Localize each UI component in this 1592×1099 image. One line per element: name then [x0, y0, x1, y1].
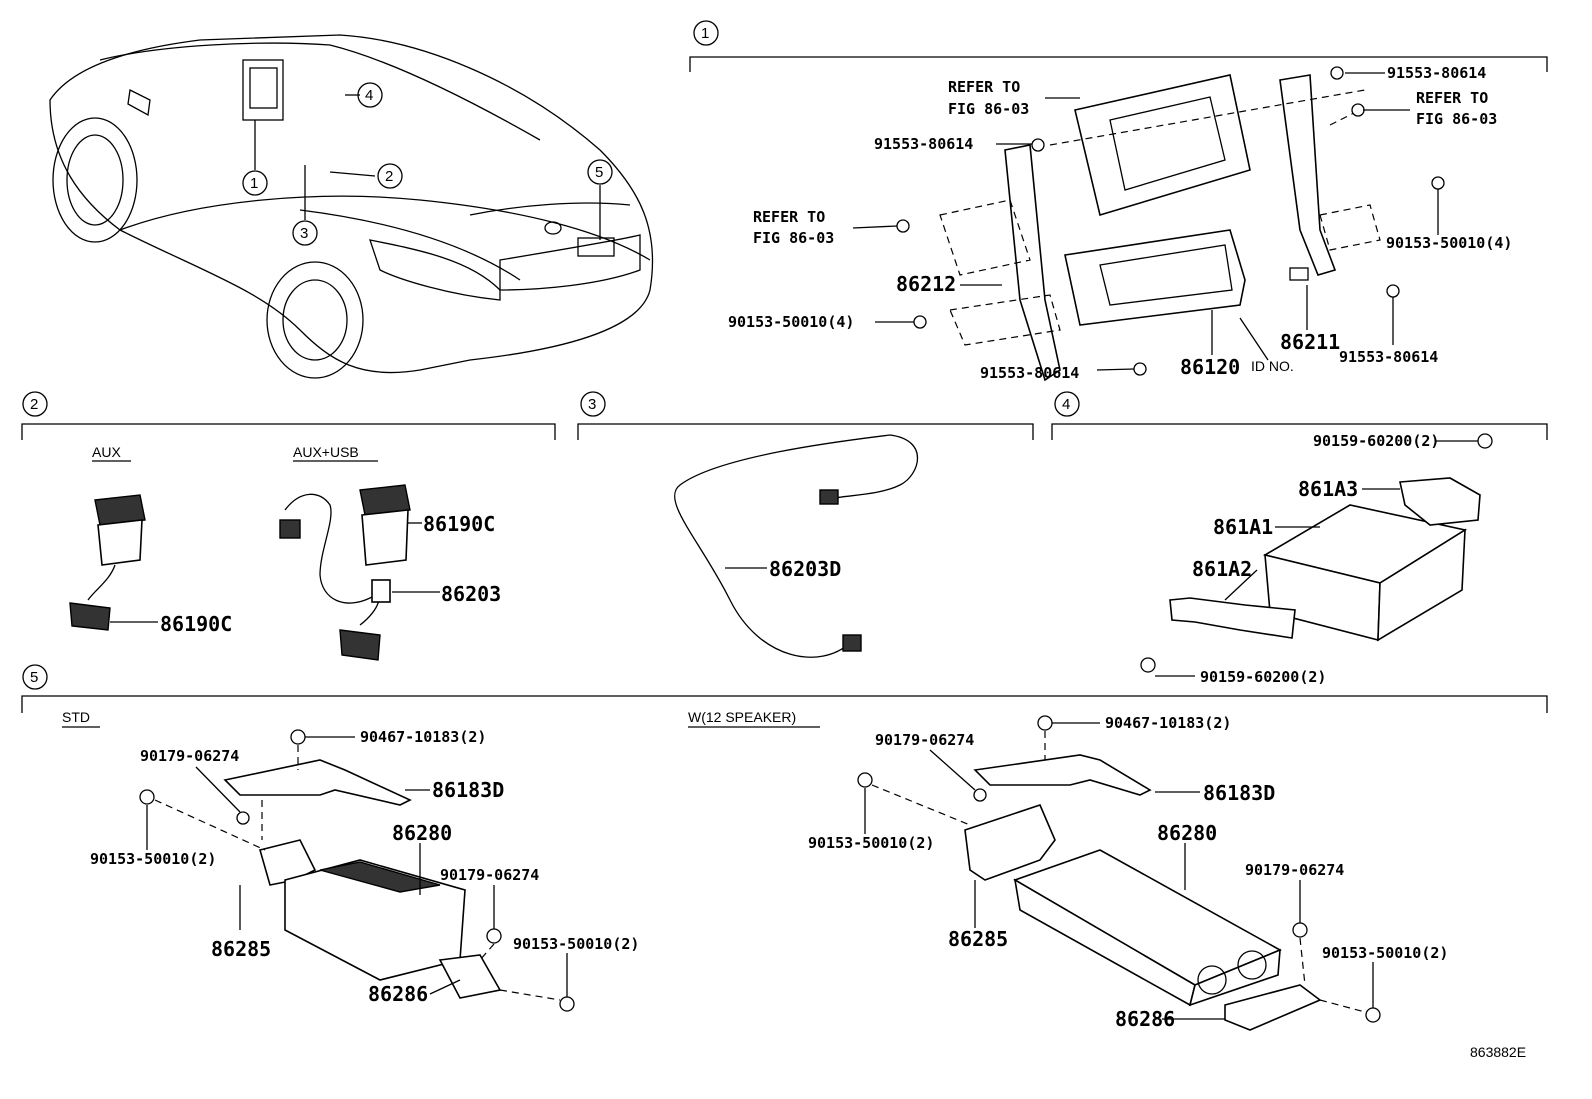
s1-part-86211: 86211 [1280, 330, 1340, 354]
s5-w12-part-90153-right: 90153-50010(2) [1322, 944, 1448, 962]
s1-part-90153-right: 90153-50010(4) [1386, 234, 1512, 252]
car-overview-illustration: 1 2 3 4 5 [49, 34, 654, 379]
s4-part-861a2: 861A2 [1192, 557, 1252, 581]
s1-part-91553-right: 91553-80614 [1339, 348, 1438, 366]
s5-w12-part-86285: 86285 [948, 927, 1008, 951]
s5-std-part-90153-left: 90153-50010(2) [90, 850, 216, 868]
overview-callout-2: 2 [385, 168, 393, 185]
s5-std-label: STD [62, 709, 90, 725]
s5-std-part-86280: 86280 [392, 821, 452, 845]
s1-part-86120: 86120 [1180, 355, 1240, 379]
s1-part-86212: 86212 [896, 272, 956, 296]
s1-fig-top: FIG 86-03 [948, 100, 1029, 118]
s5-std-part-90153-right: 90153-50010(2) [513, 935, 639, 953]
s5-w12-part-86280: 86280 [1157, 821, 1217, 845]
s5-w12-part-86286: 86286 [1115, 1007, 1175, 1031]
section-3-usb-cord: 3 86203D [577, 391, 1034, 658]
s4-part-861a1: 861A1 [1213, 515, 1273, 539]
s5-w12-part-90179-top: 90179-06274 [875, 731, 974, 749]
overview-callout-4: 4 [365, 87, 373, 104]
s5-std-part-90179-right: 90179-06274 [440, 866, 539, 884]
s5-std-part-86285: 86285 [211, 937, 271, 961]
s1-refer-to-top: REFER TO [948, 78, 1020, 96]
section-4-marker: 4 [1062, 396, 1070, 413]
s1-id-no: ID NO. [1251, 358, 1294, 374]
s5-std-part-90179-top: 90179-06274 [140, 747, 239, 765]
s5-std-part-86286: 86286 [368, 982, 428, 1006]
overview-callout-1: 1 [250, 175, 258, 192]
s5-std-part-90467: 90467-10183(2) [360, 728, 486, 746]
s2-aux-label: AUX [92, 444, 121, 460]
s4-part-90159-bottom: 90159-60200(2) [1200, 668, 1326, 686]
section-1-marker: 1 [701, 25, 709, 42]
s1-refer-to-right: REFER TO [1416, 89, 1488, 107]
s2-part-86190c-usb: 86190C [423, 512, 495, 536]
overview-callout-3: 3 [300, 225, 308, 242]
section-1-audio-unit: 1 [689, 20, 1548, 382]
s2-aux-usb-label: AUX+USB [293, 444, 359, 460]
s1-part-91553-top: 91553-80614 [1387, 64, 1486, 82]
s5-w12-label: W(12 SPEAKER) [688, 709, 796, 725]
figure-id: 863882E [1470, 1044, 1526, 1060]
s1-fig-right: FIG 86-03 [1416, 110, 1497, 128]
s1-refer-to-left: REFER TO [753, 208, 825, 226]
s5-w12-part-90179-right: 90179-06274 [1245, 861, 1344, 879]
section-5-marker: 5 [30, 669, 38, 686]
s5-std-part-86183d: 86183D [432, 778, 504, 802]
s1-part-90153-left: 90153-50010(4) [728, 313, 854, 331]
s1-part-91553-left: 91553-80614 [874, 135, 973, 153]
section-5-amplifier: 5 STD W(12 SPEAKER) 90467-10183(2) 90179… [21, 664, 1548, 1031]
section-3-marker: 3 [588, 396, 596, 413]
s3-part-86203d: 86203D [769, 557, 841, 581]
section-2-marker: 2 [30, 396, 38, 413]
overview-callout-5: 5 [595, 164, 603, 181]
s5-w12-part-90467: 90467-10183(2) [1105, 714, 1231, 732]
section-2-aux-switch: 2 AUX AUX+USB 86190C 86190C 86203 [21, 391, 556, 661]
section-4-receiver: 4 90159-60200(2) 861A3 861A1 861A2 90159… [1051, 391, 1548, 686]
s1-fig-left: FIG 86-03 [753, 229, 834, 247]
s2-part-86190c-aux: 86190C [160, 612, 232, 636]
s1-part-91553-bottom: 91553-80614 [980, 364, 1079, 382]
s5-w12-part-90153-left: 90153-50010(2) [808, 834, 934, 852]
s5-w12-part-86183d: 86183D [1203, 781, 1275, 805]
s4-part-861a3: 861A3 [1298, 477, 1358, 501]
s4-part-90159-top: 90159-60200(2) [1313, 432, 1439, 450]
s2-part-86203: 86203 [441, 582, 501, 606]
